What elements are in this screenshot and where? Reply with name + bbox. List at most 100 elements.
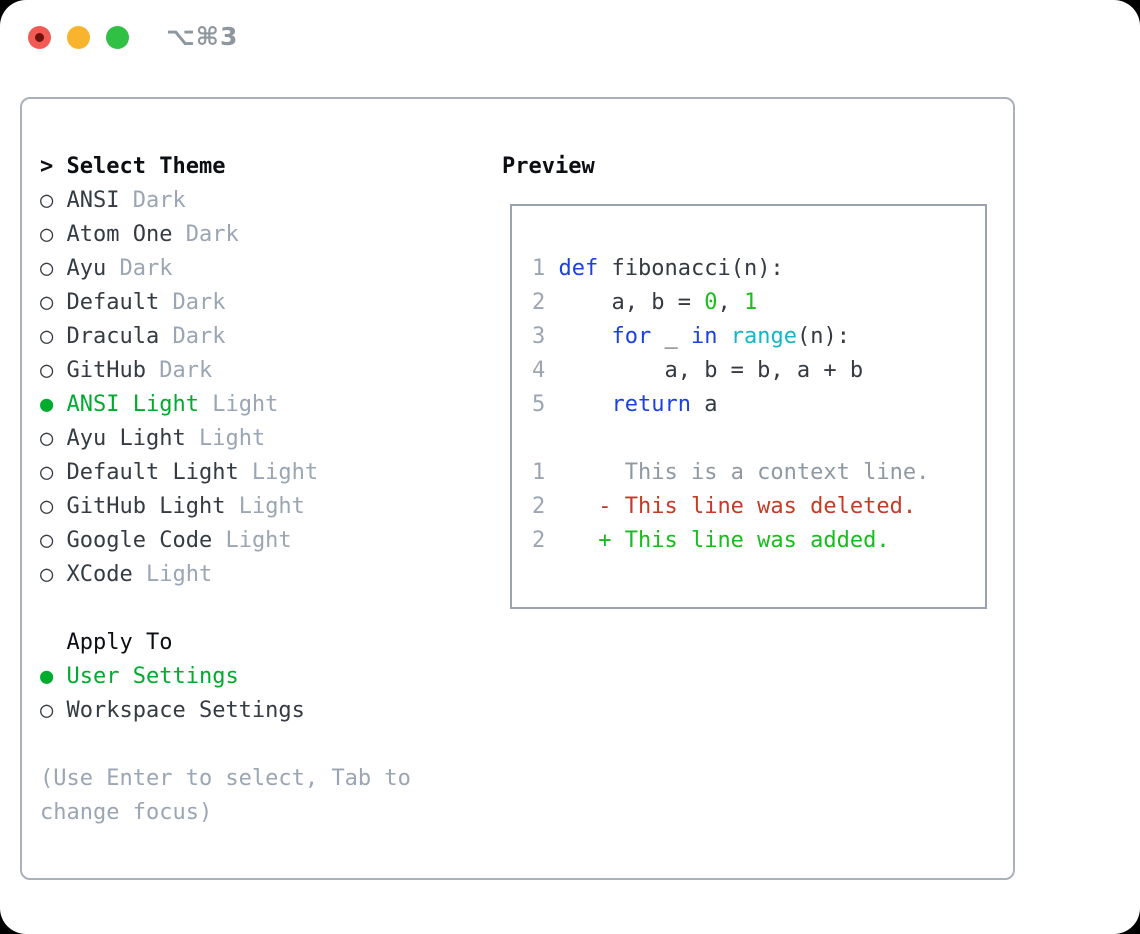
code-line: 5 return a bbox=[532, 388, 929, 422]
code-token: for bbox=[611, 324, 652, 349]
theme-option-github-light[interactable]: ○ GitHub Light Light bbox=[40, 490, 411, 524]
radio-unselected-icon: ○ bbox=[40, 426, 54, 451]
diff-line-deleted: 2 - This line was deleted. bbox=[532, 490, 929, 524]
theme-option-default-light[interactable]: ○ Default Light Light bbox=[40, 456, 411, 490]
select-theme-heading: > Select Theme bbox=[40, 150, 411, 184]
theme-variant: Light bbox=[238, 460, 319, 485]
theme-picker-column: > Select Theme ○ ANSI Dark○ Atom One Dar… bbox=[40, 150, 411, 830]
apply-option-workspace-settings[interactable]: ○ Workspace Settings bbox=[40, 694, 411, 728]
theme-variant: Light bbox=[212, 528, 292, 553]
line-number: 5 bbox=[532, 392, 546, 417]
apply-to-heading: Apply To bbox=[66, 630, 173, 655]
code-token: fibonacci(n): bbox=[598, 256, 784, 281]
theme-name: Dracula bbox=[66, 324, 160, 349]
theme-name: Google Code bbox=[66, 528, 213, 553]
code-token: a, b = b, a + b bbox=[558, 358, 864, 383]
theme-option-github[interactable]: ○ GitHub Dark bbox=[40, 354, 411, 388]
theme-name: ANSI Light bbox=[66, 392, 199, 417]
radio-unselected-icon: ○ bbox=[40, 528, 54, 553]
diff-text: - This line was deleted. bbox=[598, 494, 917, 519]
radio-unselected-icon: ○ bbox=[40, 256, 54, 281]
theme-picker-window: > Select Theme ○ ANSI Dark○ Atom One Dar… bbox=[20, 97, 1015, 880]
theme-option-google-code[interactable]: ○ Google Code Light bbox=[40, 524, 411, 558]
radio-unselected-icon: ○ bbox=[40, 460, 54, 485]
apply-option-user-settings[interactable]: ● User Settings bbox=[40, 660, 411, 694]
code-token: (n): bbox=[796, 324, 850, 349]
traffic-light-minimize-button[interactable] bbox=[67, 26, 90, 49]
theme-option-ansi[interactable]: ○ ANSI Dark bbox=[40, 184, 411, 218]
theme-name: ANSI bbox=[66, 188, 120, 213]
theme-option-xcode[interactable]: ○ XCode Light bbox=[40, 558, 411, 592]
traffic-light-close-button[interactable] bbox=[28, 26, 51, 49]
line-number: 2 bbox=[532, 290, 546, 315]
theme-variant: Dark bbox=[119, 188, 186, 213]
code-token: range bbox=[730, 324, 797, 349]
radio-unselected-icon: ○ bbox=[40, 290, 54, 315]
traffic-light-zoom-button[interactable] bbox=[106, 26, 129, 49]
radio-selected-icon: ● bbox=[40, 392, 54, 417]
spacer bbox=[40, 592, 411, 626]
code-token: 1 bbox=[743, 290, 758, 315]
code-token: , bbox=[717, 290, 744, 315]
preview-heading: Preview bbox=[502, 154, 595, 179]
cursor-icon: > bbox=[40, 154, 54, 179]
code-line: 4 a, b = b, a + b bbox=[532, 354, 929, 388]
code-token: _ bbox=[651, 324, 691, 349]
radio-unselected-icon: ○ bbox=[40, 188, 54, 213]
theme-variant: Light bbox=[132, 562, 213, 587]
spacer bbox=[40, 728, 411, 762]
theme-variant: Dark bbox=[159, 324, 226, 349]
theme-option-ayu-light[interactable]: ○ Ayu Light Light bbox=[40, 422, 411, 456]
theme-option-atom-one[interactable]: ○ Atom One Dark bbox=[40, 218, 411, 252]
theme-variant: Dark bbox=[159, 290, 226, 315]
help-text: (Use Enter to select, Tab to change focus… bbox=[40, 762, 411, 830]
code-line: 2 a, b = 0, 1 bbox=[532, 286, 929, 320]
theme-name: Atom One bbox=[66, 222, 173, 247]
code-token: 0 bbox=[704, 290, 718, 315]
radio-unselected-icon: ○ bbox=[40, 324, 54, 349]
close-dot-icon bbox=[35, 33, 44, 42]
diff-text: + This line was added. bbox=[598, 528, 890, 553]
radio-unselected-icon: ○ bbox=[40, 562, 54, 587]
code-token: a, b = bbox=[558, 290, 705, 315]
code-token: in bbox=[690, 324, 718, 349]
apply-option-label: User Settings bbox=[66, 664, 239, 689]
code-token bbox=[717, 324, 730, 349]
code-token: def bbox=[558, 256, 599, 281]
theme-variant: Light bbox=[225, 494, 305, 519]
line-number: 4 bbox=[532, 358, 546, 383]
line-number: 2 bbox=[532, 494, 546, 519]
diff-line-context: 1 This is a context line. bbox=[532, 456, 929, 490]
code-token: return bbox=[611, 392, 691, 417]
theme-option-dracula[interactable]: ○ Dracula Dark bbox=[40, 320, 411, 354]
line-number: 1 bbox=[532, 460, 546, 485]
theme-option-ayu[interactable]: ○ Ayu Dark bbox=[40, 252, 411, 286]
help-line: change focus) bbox=[40, 800, 213, 825]
window-shortcut-label: ⌥⌘3 bbox=[166, 22, 239, 51]
line-number: 2 bbox=[532, 528, 546, 553]
theme-name: Ayu Light bbox=[66, 426, 186, 451]
radio-unselected-icon: ○ bbox=[40, 222, 54, 247]
radio-unselected-icon: ○ bbox=[40, 494, 54, 519]
theme-list: ○ ANSI Dark○ Atom One Dark○ Ayu Dark○ De… bbox=[40, 184, 411, 592]
line-number: 1 bbox=[532, 256, 546, 281]
diff-line-added: 2 + This line was added. bbox=[532, 524, 929, 558]
theme-variant: Dark bbox=[172, 222, 239, 247]
theme-name: GitHub bbox=[66, 358, 146, 383]
line-number: 3 bbox=[532, 324, 546, 349]
theme-variant: Light bbox=[185, 426, 266, 451]
theme-option-default[interactable]: ○ Default Dark bbox=[40, 286, 411, 320]
code-token bbox=[559, 392, 612, 417]
theme-option-ansi-light[interactable]: ● ANSI Light Light bbox=[40, 388, 411, 422]
code-token: a bbox=[690, 392, 718, 417]
theme-name: Default Light bbox=[66, 460, 239, 485]
diff-text: This is a context line. bbox=[598, 460, 930, 485]
help-line: (Use Enter to select, Tab to bbox=[40, 766, 411, 791]
theme-name: XCode bbox=[66, 562, 133, 587]
theme-name: Default bbox=[66, 290, 160, 315]
code-line: 1 def fibonacci(n): bbox=[532, 252, 929, 286]
apply-option-label: Workspace Settings bbox=[66, 698, 305, 723]
